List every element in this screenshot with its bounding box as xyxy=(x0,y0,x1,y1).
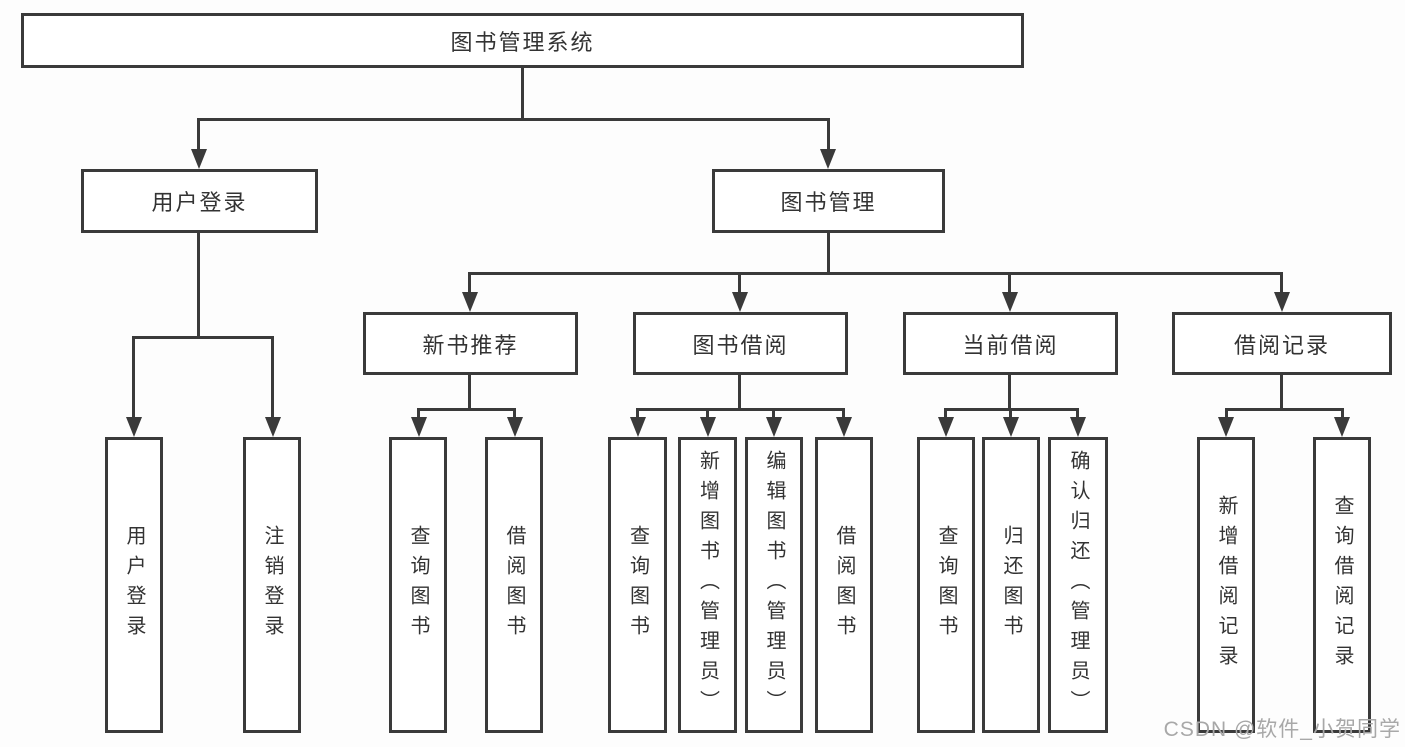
leaf-label: 用户登录 xyxy=(123,525,145,645)
arrowhead-icon xyxy=(1218,417,1234,437)
arrowhead-icon xyxy=(1002,292,1018,312)
node-label: 图书管理 xyxy=(780,190,877,215)
connector xyxy=(1280,272,1283,294)
connector xyxy=(1009,408,1012,420)
connector xyxy=(197,118,200,152)
connector xyxy=(513,408,516,420)
connector xyxy=(738,375,741,409)
arrowhead-icon xyxy=(1274,292,1290,312)
leaf-current-confirm-return-admin: 确认归还（管理员） xyxy=(1048,437,1108,733)
connector xyxy=(197,118,830,121)
arrowhead-icon xyxy=(700,417,716,437)
connector xyxy=(827,118,830,152)
leaf-label: 确认归还（管理员） xyxy=(1067,450,1089,720)
node-label: 用户登录 xyxy=(151,190,248,215)
leaf-label: 查询图书 xyxy=(407,525,429,645)
arrowhead-icon xyxy=(1334,417,1350,437)
arrowhead-icon xyxy=(938,417,954,437)
leaf-current-return-books: 归还图书 xyxy=(982,437,1040,733)
leaf-borrowing-query-books: 查询图书 xyxy=(608,437,667,733)
node-new-book-recommend: 新书推荐 xyxy=(363,312,578,375)
leaf-label: 借阅图书 xyxy=(503,525,525,645)
leaf-label: 借阅图书 xyxy=(833,525,855,645)
connector xyxy=(468,272,1283,275)
arrowhead-icon xyxy=(630,417,646,437)
leaf-recommend-query-books: 查询图书 xyxy=(389,437,447,733)
connector xyxy=(132,336,135,419)
connector xyxy=(468,375,471,409)
leaf-label: 编辑图书（管理员） xyxy=(763,450,785,720)
arrowhead-icon xyxy=(732,292,748,312)
leaf-logout: 注销登录 xyxy=(243,437,301,733)
arrowhead-icon xyxy=(820,149,836,169)
arrowhead-icon xyxy=(191,149,207,169)
node-label: 图书借阅 xyxy=(692,332,789,358)
node-borrow-records: 借阅记录 xyxy=(1172,312,1392,375)
node-label: 借阅记录 xyxy=(1233,332,1330,358)
connector xyxy=(1076,408,1079,420)
arrowhead-icon xyxy=(462,292,478,312)
connector xyxy=(1225,408,1228,420)
leaf-borrowing-edit-books-admin: 编辑图书（管理员） xyxy=(745,437,803,733)
arrowhead-icon xyxy=(1003,417,1019,437)
connector xyxy=(271,336,274,419)
connector xyxy=(417,408,420,420)
connector xyxy=(636,408,639,420)
node-label: 当前借阅 xyxy=(962,332,1059,358)
connector xyxy=(706,408,709,420)
connector xyxy=(1280,375,1283,409)
connector xyxy=(132,336,274,339)
connector xyxy=(1008,375,1011,409)
leaf-records-query-record: 查询借阅记录 xyxy=(1313,437,1371,733)
node-current-borrowing: 当前借阅 xyxy=(903,312,1118,375)
leaf-label: 归还图书 xyxy=(1000,525,1022,645)
connector xyxy=(468,272,471,294)
leaf-label: 查询图书 xyxy=(626,525,649,645)
arrowhead-icon xyxy=(766,417,782,437)
leaf-records-add-record: 新增借阅记录 xyxy=(1197,437,1255,733)
leaf-label: 查询借阅记录 xyxy=(1331,495,1353,675)
node-book-management: 图书管理 xyxy=(712,169,945,233)
node-user-login: 用户登录 xyxy=(81,169,318,233)
leaf-label: 查询图书 xyxy=(935,525,957,645)
connector xyxy=(842,408,845,420)
leaf-borrowing-add-books-admin: 新增图书（管理员） xyxy=(678,437,737,733)
leaf-recommend-borrow-books: 借阅图书 xyxy=(485,437,543,733)
arrowhead-icon xyxy=(126,417,142,437)
connector xyxy=(772,408,775,420)
connector xyxy=(827,233,830,274)
connector xyxy=(738,272,741,294)
leaf-label: 新增借阅记录 xyxy=(1215,495,1237,675)
connector xyxy=(944,408,947,420)
leaf-user-login: 用户登录 xyxy=(105,437,163,733)
node-book-borrowing: 图书借阅 xyxy=(633,312,848,375)
leaf-label: 新增图书（管理员） xyxy=(696,450,719,720)
leaf-borrowing-borrow-books: 借阅图书 xyxy=(815,437,873,733)
node-label: 新书推荐 xyxy=(422,332,519,358)
leaf-current-query-books: 查询图书 xyxy=(917,437,975,733)
connector xyxy=(197,233,200,336)
arrowhead-icon xyxy=(836,417,852,437)
connector xyxy=(417,408,516,411)
arrowhead-icon xyxy=(1070,417,1086,437)
connector xyxy=(1225,408,1344,411)
connector xyxy=(636,408,845,411)
arrowhead-icon xyxy=(265,417,281,437)
node-root: 图书管理系统 xyxy=(21,13,1024,68)
node-label: 图书管理系统 xyxy=(450,29,595,55)
connector xyxy=(521,68,524,118)
arrowhead-icon xyxy=(507,417,523,437)
arrowhead-icon xyxy=(411,417,427,437)
connector xyxy=(1008,272,1011,294)
leaf-label: 注销登录 xyxy=(261,525,283,645)
csdn-watermark: CSDN @软件_小贺同学 xyxy=(1163,718,1401,741)
connector xyxy=(1341,408,1344,420)
